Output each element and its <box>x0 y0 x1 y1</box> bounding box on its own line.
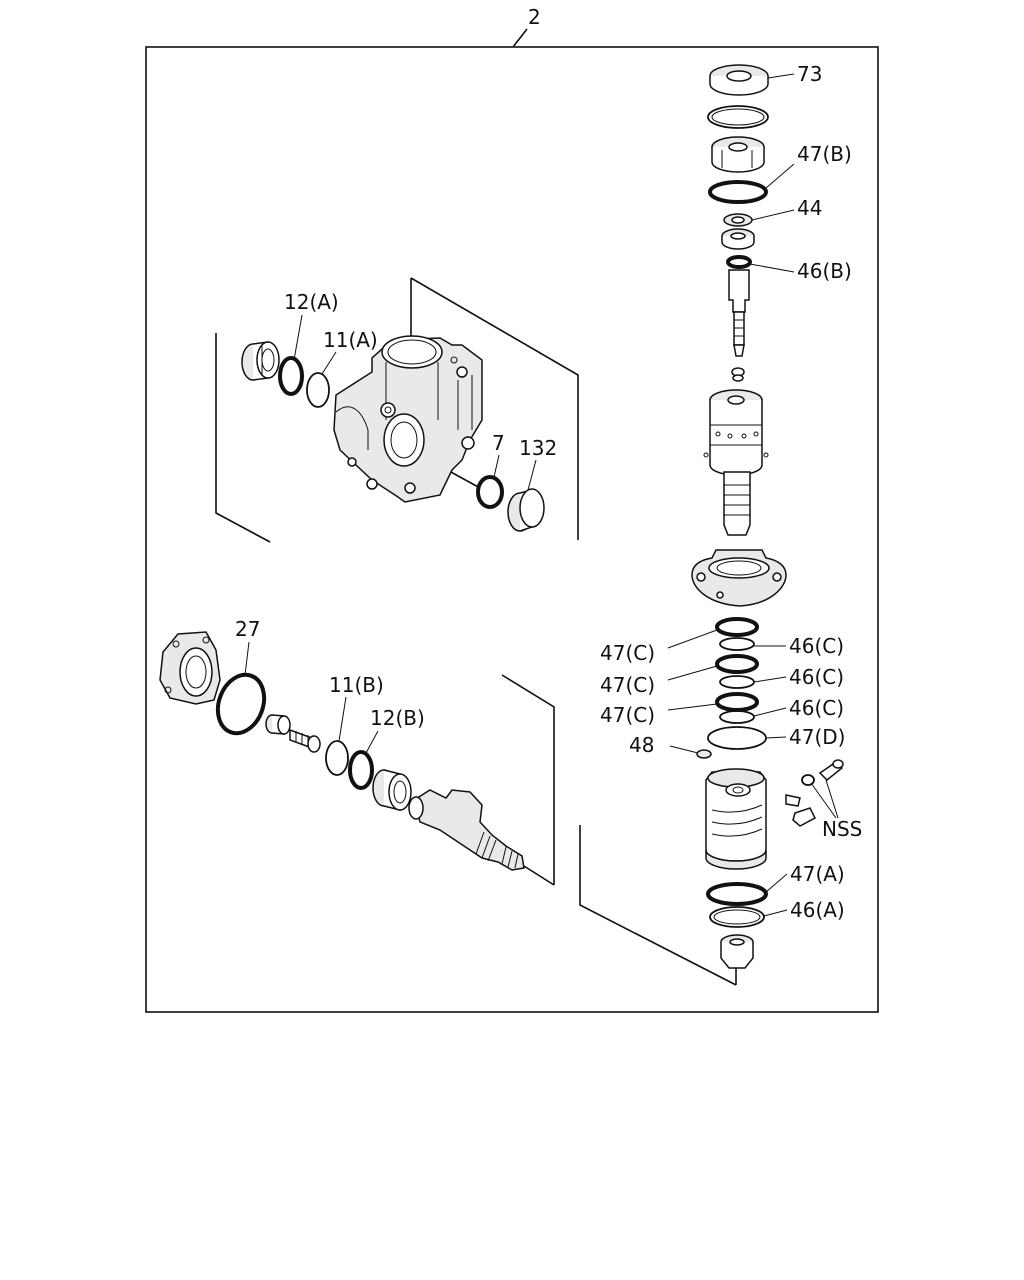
label-47c-2[interactable]: 47(C) <box>600 673 655 697</box>
leader-47c-2 <box>667 665 718 681</box>
label-46c-3[interactable]: 46(C) <box>789 696 844 720</box>
axis-shaft-end <box>523 865 555 886</box>
part-lower-plug[interactable] <box>720 934 754 969</box>
leader-27 <box>244 641 250 676</box>
leader-47d <box>765 736 787 739</box>
label-12b[interactable]: 12(B) <box>370 706 425 730</box>
part-11a-snap-ring[interactable] <box>306 372 330 408</box>
leader-11a <box>321 351 337 375</box>
leader-47a <box>765 873 788 893</box>
part-47c-ring-2[interactable] <box>715 654 759 674</box>
part-rotary-valve[interactable] <box>703 389 769 536</box>
part-12b-seal[interactable] <box>348 750 374 790</box>
leader-11b <box>338 696 347 742</box>
leader-47c-1 <box>667 629 718 649</box>
part-46a-seal[interactable] <box>709 906 765 928</box>
part-46c-ring-3[interactable] <box>719 710 755 724</box>
part-48-ball[interactable] <box>696 749 712 759</box>
leader-46b <box>749 263 795 273</box>
part-46c-ring-1[interactable] <box>719 637 755 651</box>
label-46c-2[interactable]: 46(C) <box>789 665 844 689</box>
axis-housing-left <box>215 333 271 543</box>
part-46c-ring-2[interactable] <box>719 675 755 689</box>
leader-47b <box>765 163 795 189</box>
leader-assembly <box>512 28 528 48</box>
part-46b-seal[interactable] <box>726 255 752 269</box>
part-sector-shaft[interactable] <box>408 789 525 871</box>
axis-housing-right <box>410 277 579 540</box>
leader-12b <box>365 730 379 754</box>
part-adjust-screw[interactable] <box>265 714 321 753</box>
leader-46a <box>763 909 788 917</box>
label-46a[interactable]: 46(A) <box>790 898 845 922</box>
part-gear-housing[interactable] <box>333 335 483 503</box>
label-nss[interactable]: NSS <box>822 817 862 841</box>
part-needle-bearing-lower[interactable] <box>372 769 412 811</box>
part-12a-seal[interactable] <box>278 356 304 396</box>
part-27-oring[interactable] <box>210 668 272 739</box>
part-44-bearing[interactable] <box>721 213 755 250</box>
part-needle-bearing-upper[interactable] <box>241 341 280 381</box>
assembly-frame <box>145 46 879 1013</box>
part-valve-housing-flange[interactable] <box>691 549 787 607</box>
label-132[interactable]: 132 <box>519 436 557 460</box>
part-132-cap[interactable] <box>507 488 545 532</box>
part-input-shaft[interactable] <box>728 269 750 357</box>
part-47a-oring[interactable] <box>706 882 768 906</box>
label-46c-1[interactable]: 46(C) <box>789 634 844 658</box>
part-47c-ring-1[interactable] <box>715 617 759 637</box>
part-73-bearing-cap[interactable] <box>709 64 769 96</box>
part-side-cover[interactable] <box>159 631 221 705</box>
part-nss-hardware[interactable] <box>785 759 844 827</box>
leader-48 <box>669 745 699 754</box>
label-47d[interactable]: 47(D) <box>789 725 845 749</box>
label-11a[interactable]: 11(A) <box>323 328 378 352</box>
leader-73 <box>767 73 795 79</box>
label-27[interactable]: 27 <box>235 617 260 641</box>
label-44[interactable]: 44 <box>797 196 822 220</box>
leader-7 <box>493 454 500 478</box>
part-small-pin[interactable] <box>731 367 745 382</box>
leader-132 <box>527 459 537 491</box>
part-upper-valve-body[interactable] <box>711 136 765 173</box>
part-47d-oring[interactable] <box>707 726 767 750</box>
leader-46c-3 <box>753 707 787 717</box>
leader-47c-3 <box>667 703 718 711</box>
label-47c-1[interactable]: 47(C) <box>600 641 655 665</box>
leader-nss-1 <box>810 782 837 819</box>
axis-shaft-right <box>501 674 555 885</box>
leader-nss-2 <box>825 779 839 819</box>
leader-12a <box>293 314 303 361</box>
label-7[interactable]: 7 <box>492 431 505 455</box>
part-47b-oring[interactable] <box>708 180 768 204</box>
part-gasket-top[interactable] <box>707 105 769 129</box>
part-11b-snap-ring[interactable] <box>325 740 349 776</box>
part-47c-ring-3[interactable] <box>715 692 759 712</box>
part-lower-valve-housing[interactable] <box>705 768 767 870</box>
leader-44 <box>751 209 795 221</box>
part-7-oring[interactable] <box>476 475 504 509</box>
label-46b[interactable]: 46(B) <box>797 259 852 283</box>
label-48[interactable]: 48 <box>629 733 654 757</box>
label-47c-3[interactable]: 47(C) <box>600 703 655 727</box>
axis-valve-lower <box>579 825 737 986</box>
label-12a[interactable]: 12(A) <box>284 290 339 314</box>
label-73[interactable]: 73 <box>797 62 822 86</box>
label-47a[interactable]: 47(A) <box>790 862 845 886</box>
leader-46c-2 <box>753 676 787 683</box>
label-11b[interactable]: 11(B) <box>329 673 384 697</box>
label-assembly[interactable]: 2 <box>528 5 541 29</box>
label-47b[interactable]: 47(B) <box>797 142 852 166</box>
